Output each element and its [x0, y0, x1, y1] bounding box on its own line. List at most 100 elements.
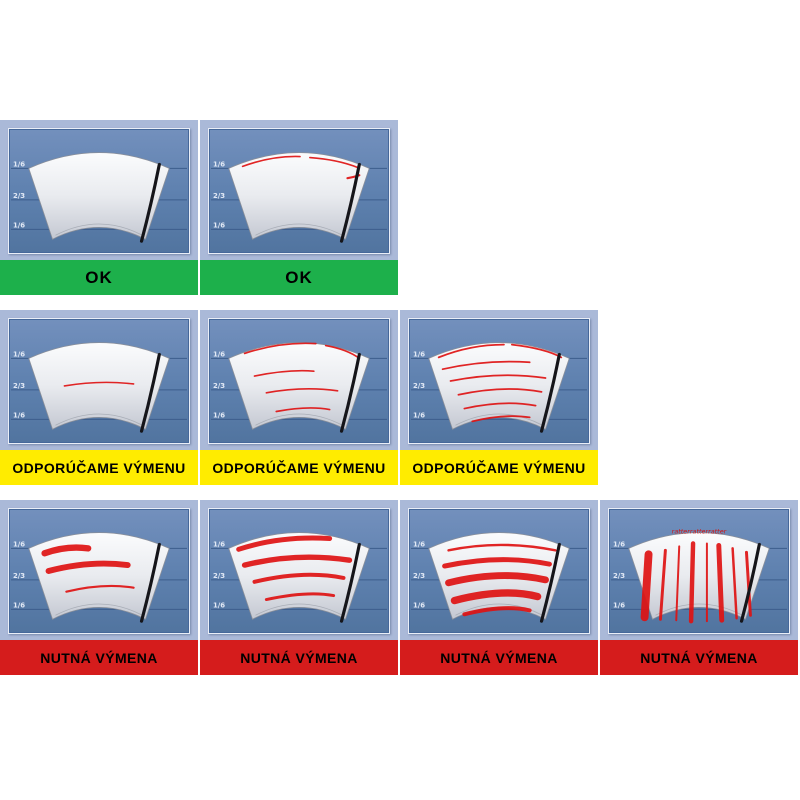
- wiper-blade: [339, 352, 361, 433]
- wear-streak: [731, 547, 738, 620]
- windshield-panel: 1/6 2/3 1/6: [208, 128, 390, 254]
- wiped-area: [28, 342, 170, 430]
- chatter-annotation: ratterratterratter: [672, 528, 727, 536]
- status-label: ODPORÚČAME VÝMENU: [0, 450, 198, 485]
- wear-streak: [437, 343, 505, 359]
- wear-streak: [640, 550, 653, 622]
- wiper-blade: [139, 542, 161, 623]
- wiped-area: [228, 152, 370, 240]
- wear-streak: [675, 545, 681, 622]
- zone-label: 2/3: [213, 382, 225, 390]
- zone-label: 1/6: [13, 411, 25, 419]
- wear-streak: [471, 415, 531, 423]
- wear-streak: [253, 369, 315, 377]
- zone-label: 2/3: [613, 572, 625, 580]
- windshield-graphic: 1/62/31/6: [10, 152, 188, 243]
- wear-streak: [744, 550, 752, 617]
- wear-streak: [265, 387, 339, 394]
- wiped-area: [228, 342, 370, 430]
- wear-streak: [63, 381, 135, 387]
- windshield-graphic: 1/62/31/6: [410, 532, 588, 623]
- status-label: ODPORÚČAME VÝMENU: [200, 450, 398, 485]
- zone-label: 2/3: [413, 572, 425, 580]
- wiped-area: [28, 532, 170, 620]
- wiper-blade: [539, 352, 561, 433]
- wear-streak: [41, 544, 92, 557]
- wear-streak: [442, 557, 552, 569]
- wiper-blade: [339, 542, 361, 623]
- zone-label: 2/3: [213, 572, 225, 580]
- zone-label: 1/6: [213, 221, 225, 229]
- windshield-graphic: 1/6 2/3 1/6: [210, 152, 388, 243]
- zone-label: 1/6: [13, 601, 25, 609]
- zone-label: 1/6: [213, 160, 225, 168]
- wear-streak: [658, 548, 667, 621]
- wear-streak: [241, 155, 301, 168]
- wear-streak: [45, 560, 131, 574]
- wear-streak: [252, 572, 346, 584]
- wear-streak: [309, 156, 359, 169]
- status-label: ODPORÚČAME VÝMENU: [400, 450, 598, 485]
- status-label: NUTNÁ VÝMENA: [400, 640, 598, 675]
- zone-label: 1/6: [13, 540, 25, 548]
- windshield-graphic: 1/62/31/6: [10, 532, 188, 623]
- windshield-graphic: 1/6 2/3 1/6: [210, 532, 388, 623]
- zone-label: 1/6: [413, 350, 425, 358]
- zone-label: 1/6: [213, 411, 225, 419]
- zone-label: 1/6: [13, 221, 25, 229]
- wiper-blade: [139, 162, 161, 243]
- wiper-blade: [339, 162, 361, 243]
- status-label: OK: [200, 260, 398, 295]
- wear-streak: [463, 402, 537, 410]
- windshield-panel: 1/6 2/3 1/6: [408, 318, 590, 444]
- zone-label: 1/6: [413, 411, 425, 419]
- zone-label: 1/6: [13, 160, 25, 168]
- zone-label: 1/6: [213, 350, 225, 358]
- zone-label: 1/6: [613, 601, 625, 609]
- windshield-graphic: 1/6 2/3 1/6: [410, 342, 588, 433]
- wear-streak: [462, 606, 532, 617]
- windshield-panel: 1/6 2/3 1/6: [208, 318, 390, 444]
- wear-streak: [450, 589, 542, 605]
- wear-streak: [264, 592, 336, 602]
- zone-label: 2/3: [13, 382, 25, 390]
- wiper-blade: [139, 352, 161, 433]
- wear-streak: [65, 584, 135, 593]
- windshield-graphic: 1/6 2/3 1/6: [10, 342, 188, 433]
- status-label: NUTNÁ VÝMENA: [0, 640, 198, 675]
- zone-label: 2/3: [213, 192, 225, 200]
- zone-label: 1/6: [213, 540, 225, 548]
- wear-streak: [441, 360, 531, 371]
- wear-streak: [688, 541, 696, 624]
- wear-streak: [243, 342, 317, 355]
- wiper-blade: [739, 542, 761, 623]
- wear-streak: [275, 407, 331, 413]
- zone-label: 1/6: [213, 601, 225, 609]
- windshield-panel: 1/6 2/3 1/6: [8, 318, 190, 444]
- zone-label: 2/3: [413, 382, 425, 390]
- wear-streak: [457, 388, 543, 396]
- status-label: NUTNÁ VÝMENA: [600, 640, 798, 675]
- wiped-area: [28, 152, 170, 240]
- zone-label: 1/6: [13, 350, 25, 358]
- wiper-blade: [539, 542, 561, 623]
- wear-streak: [447, 543, 557, 552]
- wear-streak: [241, 554, 353, 568]
